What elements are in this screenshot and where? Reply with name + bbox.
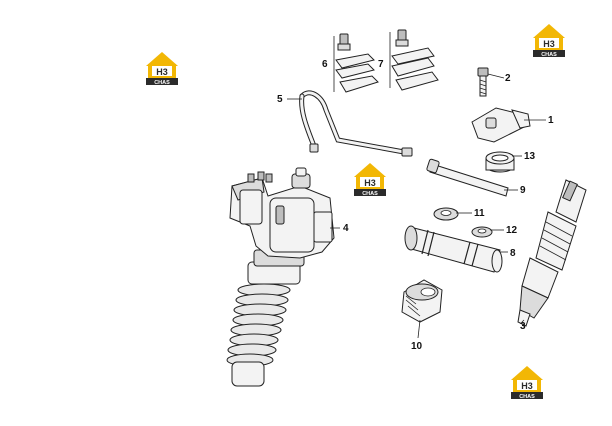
callout-8: 8 <box>510 248 516 259</box>
part-6-clamp <box>335 33 379 93</box>
part-13-seal-ring <box>485 151 515 173</box>
callout-2: 2 <box>505 73 511 84</box>
part-10-nut <box>401 279 443 323</box>
watermark-logo-2: H3 CHAS <box>533 24 565 58</box>
callout-5: 5 <box>277 94 283 105</box>
leader-2 <box>487 73 505 79</box>
part-7-clamp <box>391 29 439 91</box>
leader-10 <box>417 319 421 339</box>
part-11-washer <box>433 207 459 221</box>
logo-bottom-text: CHAS <box>154 80 170 86</box>
logo-bottom-text: CHAS <box>541 52 557 58</box>
part-9-connector-rod <box>426 158 509 197</box>
watermark-logo-3: H3 CHAS <box>354 163 386 197</box>
callout-9: 9 <box>520 185 526 196</box>
leader-3 <box>521 319 525 323</box>
pump-spring <box>226 249 305 387</box>
watermark-logo-1: H3 CHAS <box>146 52 178 86</box>
logo-top-text: H3 <box>543 39 555 49</box>
logo-bottom-text: CHAS <box>362 191 378 197</box>
logo-top-text: H3 <box>156 67 168 77</box>
callout-13: 13 <box>524 151 536 162</box>
part-3-injector <box>517 179 587 327</box>
part-4-unit-pump <box>226 167 335 387</box>
logo-bottom-text: CHAS <box>519 394 535 400</box>
callout-6: 6 <box>322 59 328 70</box>
part-8-sleeve <box>404 225 503 273</box>
callout-7: 7 <box>378 59 384 70</box>
part-12-washer <box>471 226 493 238</box>
callout-1: 1 <box>548 115 554 126</box>
part-5-fuel-line <box>299 90 413 157</box>
part-2-bolt <box>477 67 489 97</box>
callout-3: 3 <box>520 321 526 332</box>
callout-12: 12 <box>506 225 518 236</box>
callout-11: 11 <box>474 208 485 219</box>
watermark-logo-4: H3 CHAS <box>511 366 543 400</box>
logo-top-text: H3 <box>364 178 376 188</box>
callout-10: 10 <box>411 341 423 352</box>
logo-top-text: H3 <box>521 381 533 391</box>
callout-4: 4 <box>343 223 349 234</box>
part-1-clamp-claw <box>471 107 531 143</box>
